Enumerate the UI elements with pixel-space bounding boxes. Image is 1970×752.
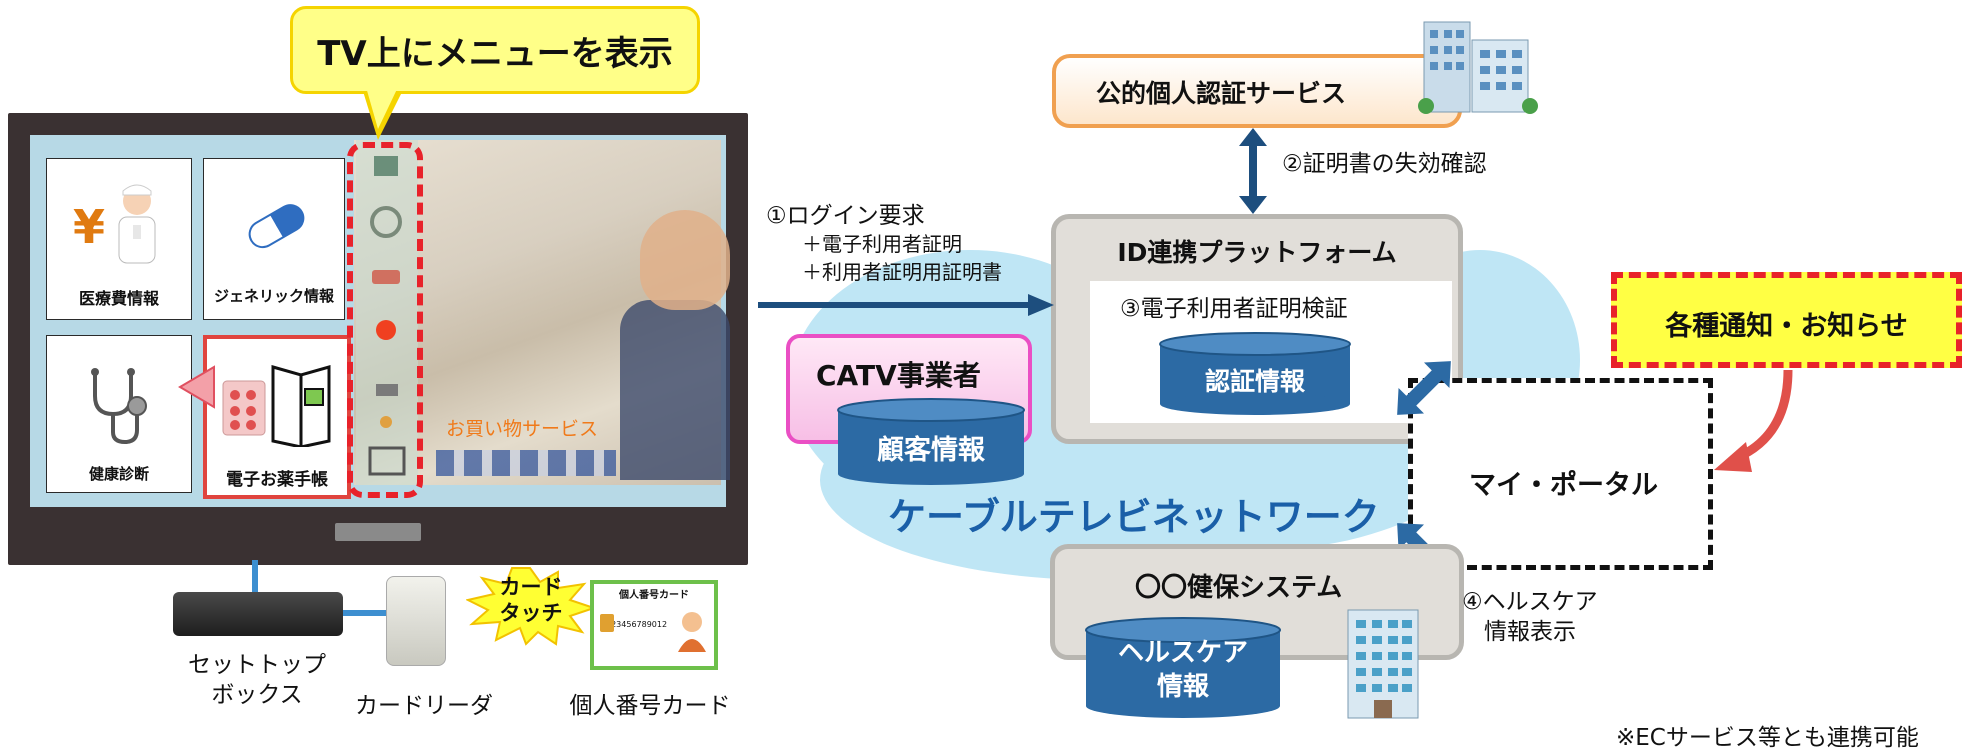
baby-shirt — [620, 300, 730, 480]
public-auth-label: 公的個人認証サービス — [1096, 79, 1347, 108]
capsule-icon — [248, 204, 305, 249]
card-reader — [386, 576, 446, 666]
health-insurance-label: 〇〇健保システム — [1135, 573, 1343, 603]
tile-health-check[interactable]: 健康診断 — [46, 335, 192, 493]
card-title: 個人番号カード — [619, 590, 689, 601]
healthcare-display-line1: ④ヘルスケア — [1462, 589, 1598, 615]
doctor-yen-icon: ¥ — [73, 184, 156, 264]
notifications-box: 各種通知・お知らせ — [1611, 272, 1962, 368]
card-touch-label: カード タッチ — [499, 575, 563, 625]
login-line2: ＋電子利用者証明 — [802, 232, 962, 256]
tv-cable — [252, 560, 258, 596]
my-number-card-label: 個人番号カード — [569, 693, 731, 719]
callout-tail-inner — [366, 87, 398, 129]
cable-network-label: ケーブルテレビネットワーク — [888, 495, 1380, 539]
id-platform-box: ID連携プラットフォーム ③電子利用者証明検証 — [1051, 214, 1463, 444]
healthcare-info-cylinder — [1085, 617, 1281, 718]
tile-health-check-label: 健康診断 — [88, 465, 149, 483]
tile-generic-label: ジェネリック情報 — [213, 287, 334, 305]
stb-label: セットトップ ボックス — [188, 652, 326, 708]
card-reader-label: カードリーダ — [355, 693, 493, 719]
tile-medical-cost-label: 医療費情報 — [78, 289, 159, 308]
healthcare-display-line2: 情報表示 — [1484, 619, 1576, 645]
card-photo-icon — [678, 612, 706, 652]
my-number-card: 個人番号カード 123456789012 — [590, 580, 718, 670]
tile-medicine-notebook-label: 電子お薬手帳 — [226, 470, 328, 490]
callout: TV上にメニューを表示 — [290, 6, 700, 94]
id-platform-label: ID連携プラットフォーム — [1117, 238, 1397, 267]
blurred-bar — [436, 450, 616, 476]
menu-highlight — [347, 142, 423, 498]
verify-label: ③電子利用者証明検証 — [1120, 296, 1348, 322]
my-portal-label: マイ・ポータル — [1469, 470, 1658, 501]
portal-auth-arrow — [1397, 361, 1451, 415]
tile-generic[interactable]: ジェネリック情報 — [203, 158, 345, 320]
auth-info-label: 認証情報 — [1204, 367, 1305, 396]
revocation-label: ②証明書の失効確認 — [1282, 151, 1487, 177]
notifications-label: 各種通知・お知らせ — [1665, 311, 1908, 342]
menu-strip-icons — [368, 156, 406, 476]
card-touch-burst — [466, 567, 596, 646]
catv-label: CATV事業者 — [816, 359, 981, 392]
notification-arrow — [1714, 369, 1793, 472]
my-portal-box: マイ・ポータル — [1408, 378, 1713, 570]
customer-info-cylinder — [837, 398, 1025, 485]
set-top-box — [173, 592, 343, 636]
building-icon-bottom — [1347, 609, 1419, 719]
customer-info-label: 顧客情報 — [877, 435, 985, 466]
medicine-notebook-icon — [222, 365, 331, 447]
tv-stand — [335, 523, 421, 541]
login-line3: ＋利用者証明用証明書 — [802, 260, 1002, 284]
stb-cable — [340, 610, 400, 616]
svg-text:¥: ¥ — [73, 200, 105, 254]
tile-medicine-notebook[interactable]: 電子お薬手帳 — [203, 335, 351, 499]
stethoscope-icon — [91, 368, 147, 445]
building-icon-top — [1418, 21, 1538, 114]
revocation-arrow — [1239, 128, 1267, 214]
login-line1: ①ログイン要求 — [766, 203, 925, 229]
login-arrow — [758, 294, 1054, 316]
tile-medical-cost[interactable]: ¥ 医療費情報 — [46, 158, 192, 320]
healthcare-info-label: ヘルスケア 情報 — [1117, 638, 1248, 702]
auth-info-cylinder — [1159, 332, 1351, 415]
baby-face — [640, 210, 730, 310]
public-auth-box: 公的個人認証サービス — [1052, 54, 1462, 128]
card-chip — [600, 614, 614, 632]
card-number: 123456789012 — [606, 620, 668, 629]
pointer-triangle — [178, 365, 215, 409]
shopping-label[interactable]: お買い物サービス — [446, 418, 599, 440]
footnote: ※ECサービス等とも連携可能 — [1616, 725, 1919, 751]
